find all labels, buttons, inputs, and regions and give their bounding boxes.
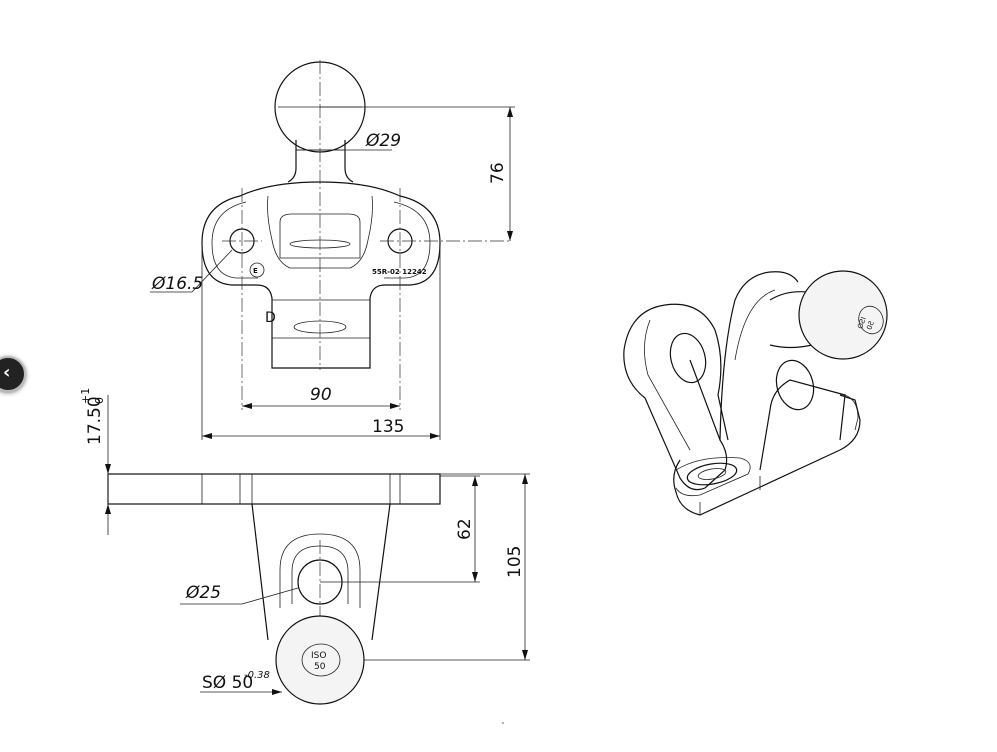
chevron-left-icon: ‹ [3, 362, 11, 383]
dim-plate-thickness: 17.50 [85, 396, 105, 445]
dim-ball-diameter: Ø29 [365, 131, 401, 151]
approval-code: 55R-02 12242 [372, 268, 427, 276]
dim-ball-sphere: SØ 50 [202, 673, 253, 693]
iso-right-hole [775, 359, 815, 411]
iso-ball-stamp-1: ISO [856, 316, 868, 330]
e-mark-circle [249, 262, 265, 278]
dim-hole-spacing: 90 [310, 385, 332, 405]
dim-ball-tolerance: -0.38 [244, 670, 270, 681]
iso-base-hole [686, 462, 738, 486]
iso-ball [798, 270, 888, 360]
e-mark: E [253, 267, 258, 275]
iso-right-post [719, 271, 799, 441]
letter-d: D [265, 310, 276, 326]
side-body [251, 503, 391, 641]
front-neck [287, 140, 354, 183]
iso-left-hole [669, 332, 707, 384]
iso-ball-stamp-2: 50 [865, 320, 876, 331]
dim-plate-tol-lower: 0 [93, 397, 106, 404]
iso-base [673, 394, 861, 516]
dim-bore: Ø25 [185, 583, 221, 603]
front-flange [201, 181, 441, 369]
dim-62: 62 [455, 518, 475, 540]
side-view: ISO 50 17.50 +1 0 62 105 Ø25 SØ 50 -0.38 [79, 388, 530, 705]
dim-105: 105 [505, 546, 525, 578]
dim-width: 135 [372, 417, 404, 437]
dim-hole-diameter: Ø16.5 [151, 274, 203, 294]
dot-artifact [502, 722, 504, 724]
side-ball-stamp-1: ISO [311, 651, 326, 661]
dim-plate-tol-upper: +1 [79, 388, 92, 404]
dim-height-76: 76 [488, 162, 508, 184]
side-ball-stamp-2: 50 [314, 662, 326, 672]
iso-left-lug [623, 304, 728, 491]
front-view: Ø29 76 Ø16.5 E 55R-02 12242 D 90 135 [150, 60, 515, 440]
iso-view: ISO 50 [623, 270, 888, 516]
